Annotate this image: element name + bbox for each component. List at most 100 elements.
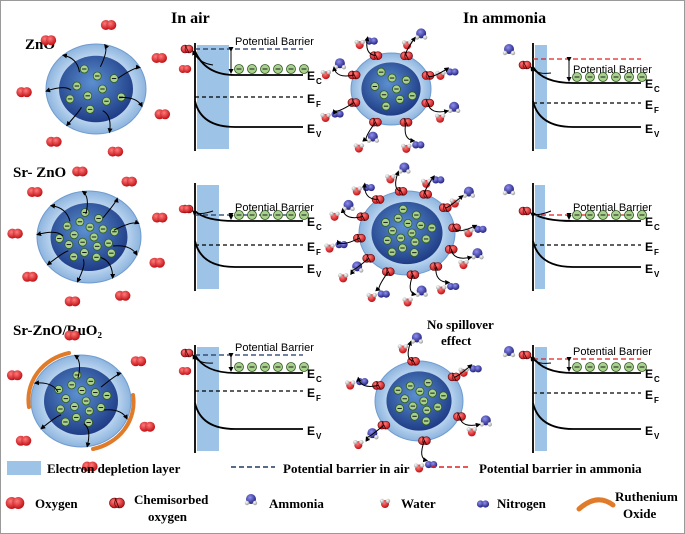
- transfer-arrow: [46, 250, 69, 266]
- nitrogen-molecule: [425, 460, 433, 469]
- legend-water-label: Water: [401, 496, 436, 511]
- transfer-arrow: [427, 67, 450, 78]
- ec-subscript: C: [654, 375, 660, 384]
- ec-subscript: C: [654, 223, 660, 232]
- valence-band: [194, 100, 303, 128]
- transfer-arrow: [427, 102, 450, 115]
- legend-barrier-air-label: Potential barrier in air: [283, 461, 410, 476]
- legend-ruthenium-label-2: Oxide: [623, 506, 656, 521]
- ev-subscript: V: [316, 432, 322, 441]
- valence-band: [194, 402, 303, 430]
- row-heading-sr-zno: Sr- ZnO: [13, 165, 66, 181]
- nitrogen-molecule: [412, 141, 420, 149]
- transfer-arrow: [83, 423, 91, 448]
- particle: [16, 19, 171, 157]
- potential-barrier-label: Potential Barrier: [573, 346, 652, 358]
- no-spillover-line2: effect: [441, 333, 472, 348]
- transfer-arrow: [81, 190, 88, 215]
- transfer-arrow: [407, 340, 414, 362]
- particle-core: [371, 201, 443, 265]
- transfer-arrow: [444, 194, 464, 209]
- particle: [324, 162, 487, 307]
- transfer-arrow: [113, 219, 140, 231]
- ec-subscript: C: [316, 77, 322, 86]
- transfer-arrow: [530, 210, 552, 218]
- ef-subscript: F: [316, 248, 321, 257]
- transfer-arrow: [118, 97, 143, 108]
- transfer-arrow: [453, 364, 473, 378]
- transfer-arrow: [99, 43, 110, 68]
- ev-subscript: V: [654, 130, 660, 139]
- ec-label: E: [645, 77, 653, 91]
- transfer-arrow: [530, 356, 552, 364]
- ev-subscript: V: [316, 270, 322, 279]
- transfer-arrow: [350, 257, 370, 276]
- ef-label: E: [307, 386, 315, 400]
- ev-label: E: [645, 122, 653, 136]
- legend-oxygen-label: Oxygen: [35, 496, 78, 511]
- transfer-arrow: [340, 207, 363, 219]
- ec-label: E: [645, 367, 653, 381]
- particle-core: [59, 55, 133, 123]
- transfer-arrow: [421, 440, 429, 463]
- ec-label: E: [307, 367, 315, 381]
- transfer-arrow: [530, 66, 552, 74]
- legend: Electron depletion layer Potential barri…: [5, 461, 678, 524]
- ef-label: E: [307, 240, 315, 254]
- ef-label: E: [307, 92, 315, 106]
- ev-subscript: V: [316, 130, 322, 139]
- row-heading-sr-zno-ruo2: Sr-ZnO/RuO₂: [13, 323, 102, 339]
- transfer-arrow: [112, 245, 138, 256]
- legend-ruthenium-label-1: Ruthenium: [615, 489, 678, 504]
- transfer-arrow: [102, 197, 119, 219]
- ruthenium-oxide-swatch: [576, 497, 616, 512]
- nitrogen-molecule: [476, 500, 485, 508]
- transfer-arrow: [435, 266, 451, 285]
- ev-label: E: [307, 424, 315, 438]
- depletion-layer: [197, 185, 219, 289]
- transfer-arrow: [375, 271, 389, 292]
- transfer-arrow: [332, 66, 355, 77]
- transfer-arrow: [362, 121, 376, 142]
- ruthenium-oxide-layer: [91, 393, 136, 451]
- transfer-arrow: [33, 380, 59, 393]
- legend-chemisorbed-label-1: Chemisorbed: [134, 492, 209, 507]
- potential-barrier-label: Potential Barrier: [235, 36, 314, 48]
- ec-label: E: [307, 69, 315, 83]
- transfer-arrow: [192, 210, 214, 216]
- transfer-arrow: [117, 64, 141, 79]
- transfer-arrow: [361, 182, 379, 200]
- ec-subscript: C: [654, 85, 660, 94]
- particles-layer: [6, 19, 492, 473]
- ev-subscript: V: [654, 270, 660, 279]
- transfer-arrow: [61, 53, 80, 73]
- conduction-band: [194, 354, 303, 374]
- legend-icons: [5, 494, 616, 512]
- ec-label: E: [645, 215, 653, 229]
- transfer-arrow: [356, 376, 379, 387]
- depletion-layer: [535, 45, 547, 149]
- valence-band: [194, 240, 303, 268]
- transfer-arrow: [459, 416, 481, 428]
- ec-subscript: C: [316, 375, 322, 384]
- nitrogen-molecule: [377, 290, 385, 298]
- ruthenium-oxide-layer: [26, 351, 71, 409]
- legend-nitrogen-label: Nitrogen: [497, 496, 547, 511]
- transfer-arrow: [100, 257, 116, 279]
- conduction-band: [532, 356, 641, 374]
- column-heading-air: In air: [171, 10, 210, 27]
- transfer-arrow: [49, 203, 71, 222]
- transfer-arrow: [336, 237, 360, 246]
- legend-chemisorbed-label-2: oxygen: [148, 509, 188, 524]
- transfer-arrow: [36, 231, 64, 237]
- conduction-band: [532, 66, 641, 84]
- ef-subscript: F: [654, 396, 659, 405]
- conduction-band: [194, 50, 303, 76]
- particle-core: [44, 366, 118, 436]
